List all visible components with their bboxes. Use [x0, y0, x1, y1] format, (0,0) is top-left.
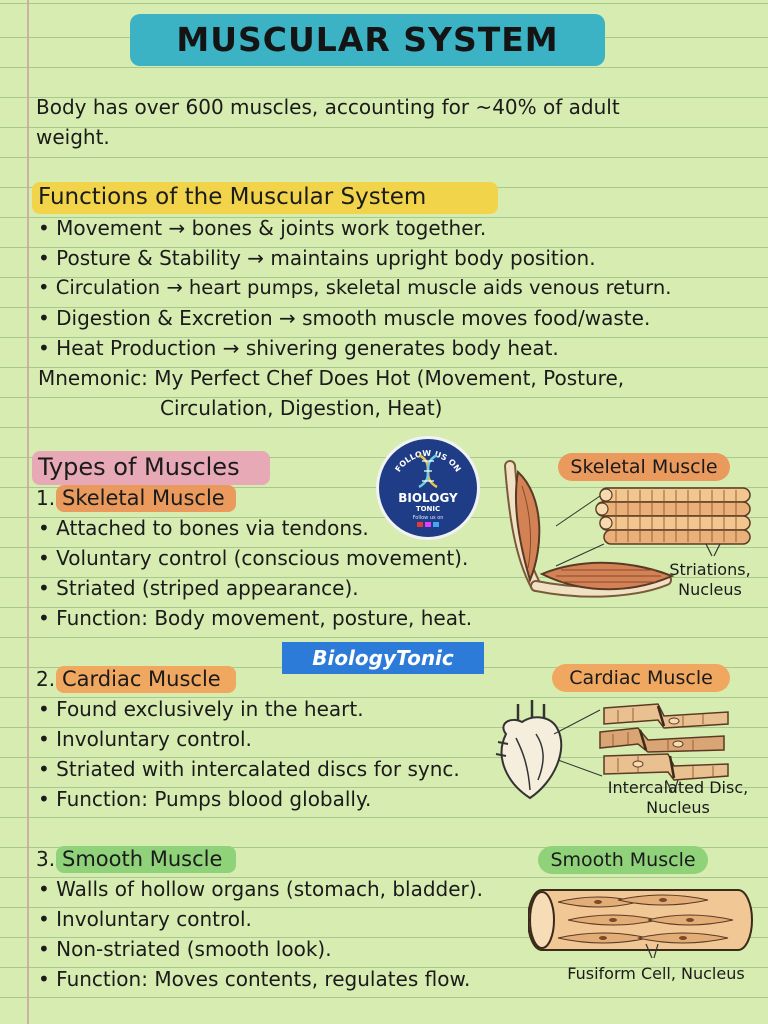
types-highlight [32, 451, 270, 485]
cardiac-item-4: • Function: Pumps blood globally. [38, 787, 372, 811]
skeletal-figure-label-2: Nucleus [678, 580, 742, 599]
mnemonic-line-1: Mnemonic: My Perfect Chef Does Hot (Move… [38, 366, 625, 390]
smooth-item-2: • Involuntary control. [38, 907, 252, 931]
smooth-item-3: • Non-striated (smooth look). [38, 937, 332, 961]
mnemonic-line-2: Circulation, Digestion, Heat) [160, 396, 443, 420]
skeletal-item-3: • Striated (striped appearance). [38, 576, 359, 600]
cardiac-figure-label-1: Intercalated Disc, [607, 778, 749, 797]
skeletal-number: 1. [36, 486, 56, 510]
smooth-figure-label: Fusiform Cell, Nucleus [567, 964, 745, 983]
smooth-number: 3. [36, 847, 56, 871]
badge-name-line-2: TONIC [416, 505, 440, 513]
cardiac-muscle-illustration [495, 700, 729, 800]
cardiac-highlight [56, 666, 236, 693]
skeletal-item-2: • Voluntary control (conscious movement)… [38, 546, 469, 570]
skeletal-item-1: • Attached to bones via tendons. [38, 516, 369, 540]
function-item-heat: • Heat Production → shivering generates … [38, 336, 559, 360]
biology-tonic-badge: FOLLOW US ON BIOLOGY TONIC Follow us on [376, 436, 480, 540]
skeletal-figure-label-1: Striations, [669, 560, 751, 579]
cardiac-figure-title: Cardiac Muscle [552, 664, 730, 692]
notebook-margin-line [27, 0, 29, 1024]
skeletal-heading: Skeletal Muscle [62, 486, 225, 510]
biologytonic-watermark: BiologyTonic [282, 642, 484, 674]
function-item-posture: • Posture & Stability → maintains uprigh… [38, 246, 596, 270]
title-banner: MUSCULAR SYSTEM [130, 14, 605, 66]
smooth-figure-title: Smooth Muscle [538, 846, 708, 874]
skeletal-muscle-illustration [504, 460, 751, 598]
functions-heading: Functions of the Muscular System [38, 184, 427, 210]
skeletal-figure-title: Skeletal Muscle [558, 453, 730, 481]
cardiac-number: 2. [36, 667, 56, 691]
cardiac-heading: Cardiac Muscle [62, 667, 221, 691]
intro-line-2: weight. [36, 125, 110, 149]
smooth-item-1: • Walls of hollow organs (stomach, bladd… [38, 877, 483, 901]
types-heading: Types of Muscles [38, 453, 240, 481]
function-item-movement: • Movement → bones & joints work togethe… [38, 216, 487, 240]
cardiac-item-1: • Found exclusively in the heart. [38, 697, 364, 721]
smooth-heading: Smooth Muscle [62, 847, 223, 871]
function-item-digestion: • Digestion & Excretion → smooth muscle … [38, 306, 651, 330]
function-item-circulation: • Circulation → heart pumps, skeletal mu… [38, 276, 672, 299]
smooth-muscle-illustration [528, 889, 753, 959]
smooth-highlight [56, 846, 236, 873]
page-title: MUSCULAR SYSTEM [176, 20, 559, 59]
skeletal-item-4: • Function: Body movement, posture, heat… [38, 606, 473, 630]
functions-highlight [32, 182, 498, 214]
intro-line-1: Body has over 600 muscles, accounting fo… [36, 95, 620, 119]
badge-small-text: Follow us on [413, 515, 444, 521]
cardiac-figure-label-2: Nucleus [646, 798, 710, 817]
badge-name-line-1: BIOLOGY [398, 491, 458, 505]
smooth-item-4: • Function: Moves contents, regulates fl… [38, 967, 471, 991]
skeletal-highlight [56, 485, 236, 512]
cardiac-item-3: • Striated with intercalated discs for s… [38, 757, 460, 781]
dna-logo-icon: FOLLOW US ON BIOLOGY TONIC Follow us on [394, 449, 462, 527]
cardiac-item-2: • Involuntary control. [38, 727, 252, 751]
